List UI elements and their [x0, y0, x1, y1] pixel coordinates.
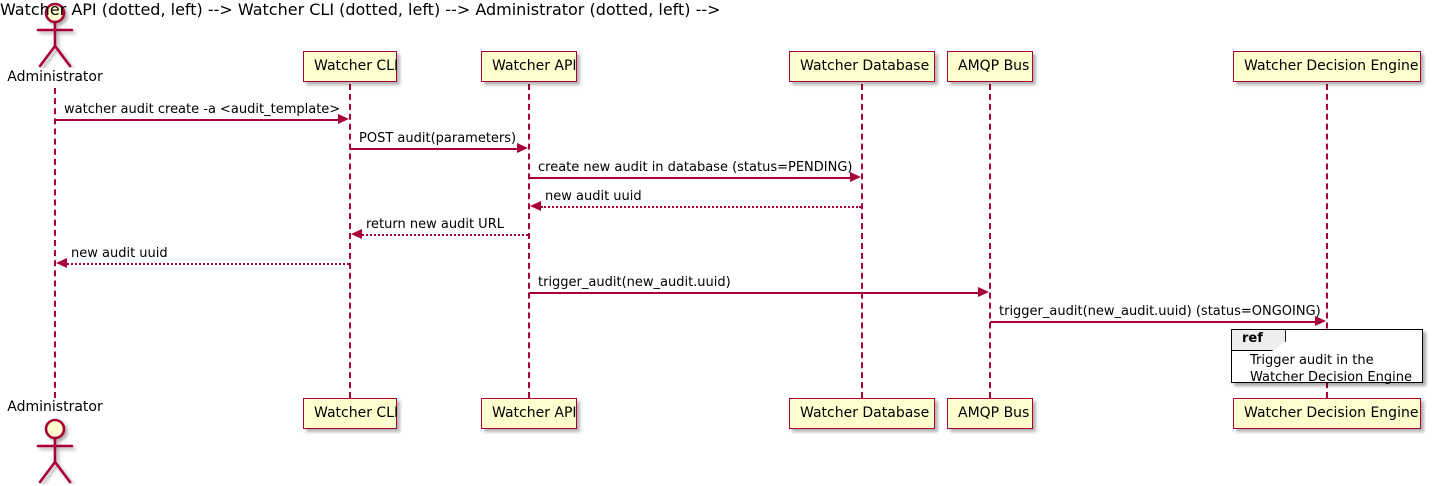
- participant-watcher-api-top[interactable]: Watcher API: [481, 51, 577, 82]
- ref-fragment-text: Trigger audit in the Watcher Decision En…: [1250, 353, 1412, 386]
- participant-watcher-database-top[interactable]: Watcher Database: [789, 51, 935, 82]
- actor-administrator-bottom[interactable]: [30, 418, 80, 484]
- actor-label-administrator-bottom: Administrator: [7, 399, 103, 415]
- actor-label-administrator-top: Administrator: [7, 69, 103, 85]
- actor-icon: [36, 2, 74, 68]
- participant-watcher-decision-engine-top[interactable]: Watcher Decision Engine: [1233, 51, 1421, 82]
- participant-label-watcher-cli-bottom: Watcher CLI: [314, 405, 399, 421]
- message-line-m2: [350, 148, 517, 150]
- arrow-head-m7: [978, 287, 989, 297]
- message-label-m4: new audit uuid: [545, 189, 642, 204]
- participant-label-watcher-api-top: Watcher API: [492, 58, 577, 74]
- message-label-m7: trigger_audit(new_audit.uuid): [538, 275, 731, 290]
- arrow-head-m5: [351, 229, 362, 239]
- lifeline-watcher-api: [528, 84, 530, 398]
- message-label-m3: create new audit in database (status=PEN…: [538, 160, 853, 175]
- message-line-m4: [541, 206, 861, 208]
- arrow-head-m3: [850, 172, 861, 182]
- lifeline-amqp-bus: [989, 84, 991, 398]
- participant-label-watcher-decision-engine-top: Watcher Decision Engine: [1244, 58, 1419, 74]
- participant-watcher-api-bottom[interactable]: Watcher API: [481, 398, 577, 429]
- message-label-m2: POST audit(parameters): [359, 131, 517, 146]
- message-line-m3: [529, 177, 850, 179]
- participant-label-amqp-bus-bottom: AMQP Bus: [958, 405, 1030, 421]
- participant-amqp-bus-top[interactable]: AMQP Bus: [947, 51, 1033, 82]
- lifeline-watcher-cli: [349, 84, 351, 398]
- message-label-m8: trigger_audit(new_audit.uuid) (status=ON…: [999, 304, 1321, 319]
- message-line-m5: [362, 234, 528, 236]
- message-label-m5: return new audit URL: [366, 217, 504, 232]
- arrow-head-m8: [1315, 316, 1326, 326]
- participant-watcher-decision-engine-bottom[interactable]: Watcher Decision Engine: [1233, 398, 1421, 429]
- message-line-m7: [529, 292, 978, 294]
- message-label-m1: watcher audit create -a <audit_template>: [64, 102, 341, 117]
- participant-watcher-cli-top[interactable]: Watcher CLI: [303, 51, 399, 82]
- participant-watcher-database-bottom[interactable]: Watcher Database: [789, 398, 935, 429]
- participant-label-watcher-decision-engine-bottom: Watcher Decision Engine: [1244, 405, 1419, 421]
- actor-administrator-top[interactable]: [30, 2, 80, 68]
- arrow-head-m6: [56, 258, 67, 268]
- participant-amqp-bus-bottom[interactable]: AMQP Bus: [947, 398, 1033, 429]
- participant-label-watcher-database-bottom: Watcher Database: [800, 405, 930, 421]
- lifeline-watcher-database: [861, 84, 863, 398]
- arrow-head-m4: [530, 201, 541, 211]
- participant-watcher-cli-bottom[interactable]: Watcher CLI: [303, 398, 399, 429]
- arrow-head-m1: [338, 114, 349, 124]
- participant-label-watcher-cli-top: Watcher CLI: [314, 58, 399, 74]
- message-line-m6: [67, 263, 349, 265]
- message-label-m6: new audit uuid: [71, 246, 168, 261]
- ref-fragment: ref Trigger audit in the Watcher Decisio…: [1231, 329, 1423, 386]
- lifeline-administrator: [54, 88, 56, 398]
- lifeline-watcher-decision-engine: [1326, 84, 1328, 398]
- message-line-m8: [990, 321, 1315, 323]
- arrow-head-m2: [517, 143, 528, 153]
- message-line-m1: [55, 119, 339, 121]
- participant-label-watcher-database-top: Watcher Database: [800, 58, 930, 74]
- participant-label-amqp-bus-top: AMQP Bus: [958, 58, 1030, 74]
- actor-icon: [36, 418, 74, 484]
- ref-fragment-tag: ref: [1232, 330, 1286, 351]
- participant-label-watcher-api-bottom: Watcher API: [492, 405, 577, 421]
